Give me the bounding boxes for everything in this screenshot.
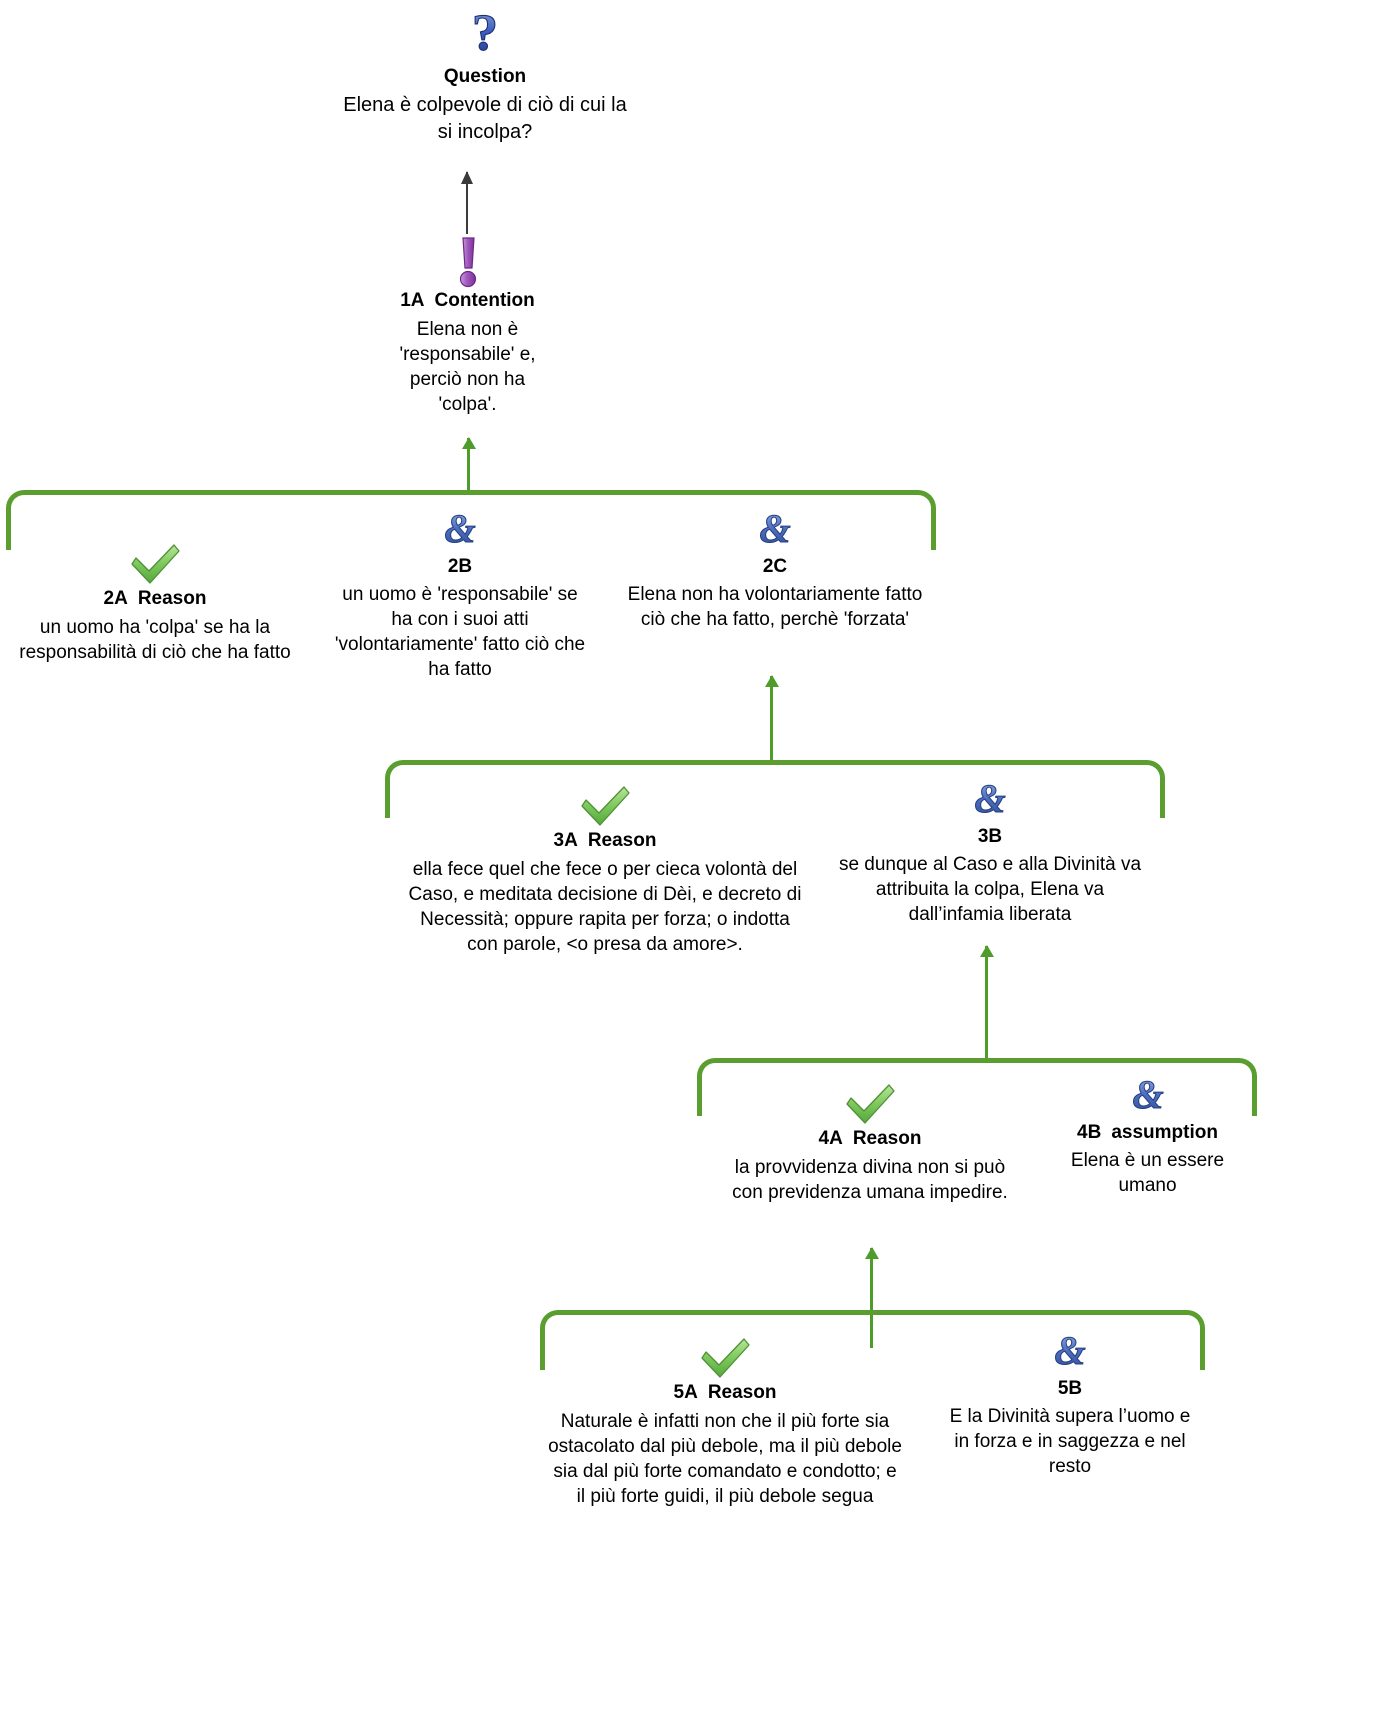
node-1A-type: Contention [434, 290, 535, 311]
node-3A-id: 3A [553, 830, 578, 851]
node-5B-copremise[interactable]: & 5B E la Divinità supera l’uomo e in fo… [940, 1328, 1200, 1479]
arrow-level4-to-3B [980, 945, 994, 1061]
node-4A-title: 4A Reason [700, 1128, 1040, 1150]
node-3B-text: se dunque al Caso e alla Divinità va att… [838, 854, 1142, 925]
node-question[interactable]: ? Question Elena è colpevole di ciò di c… [340, 8, 630, 146]
ampersand-icon: & [830, 776, 1150, 822]
bracket-level2 [6, 490, 936, 550]
node-2A-title: 2A Reason [10, 588, 300, 610]
node-5A-id: 5A [673, 1382, 698, 1403]
question-title: Question [443, 66, 527, 87]
svg-text:&: & [974, 776, 1005, 821]
green-check-icon [545, 1334, 905, 1380]
arrow-level5-to-4A [865, 1247, 879, 1348]
node-4A-reason[interactable]: 4A Reason la provvidenza divina non si pu… [700, 1080, 1040, 1205]
node-5B-text: E la Divinità supera l’uomo e in forza e… [949, 1406, 1191, 1477]
node-2C-id: 2C [762, 556, 788, 577]
node-1A-text: Elena non è 'responsabile' e, perciò non… [399, 319, 536, 415]
svg-text:?: ? [472, 8, 498, 62]
node-4B-id: 4B [1077, 1122, 1102, 1143]
node-3A-title: 3A Reason [390, 830, 820, 852]
bracket-level4 [697, 1058, 1257, 1116]
node-1A-id: 1A [400, 290, 425, 311]
ampersand-icon: & [1045, 1072, 1250, 1118]
node-4B-type: assumption [1111, 1122, 1218, 1143]
node-2B-id: 2B [447, 556, 473, 577]
green-check-icon [700, 1080, 1040, 1126]
node-5A-text: Naturale è infatti non che il più forte … [548, 1411, 902, 1507]
node-2A-type: Reason [137, 588, 207, 609]
node-2C-title: 2C [620, 556, 930, 578]
node-3A-reason[interactable]: 3A Reason ella fece quel che fece o per c… [390, 782, 820, 957]
node-2C-copremise[interactable]: & 2C Elena non ha volontariamente fatto … [620, 506, 930, 632]
svg-text:&: & [759, 506, 790, 551]
svg-text:&: & [1054, 1328, 1085, 1373]
node-4B-text: Elena è un essere umano [1070, 1150, 1225, 1196]
node-2C-text: Elena non ha volontariamente fatto ciò c… [627, 584, 923, 630]
exclamation-mark-icon [355, 236, 580, 288]
node-4B-assumption[interactable]: & 4B assumption Elena è un essere umano [1045, 1072, 1250, 1198]
node-3B-title: 3B [830, 826, 1150, 848]
bracket-level5 [540, 1310, 1205, 1370]
node-4A-text: la provvidenza divina non si può con pre… [732, 1157, 1008, 1203]
ampersand-icon: & [940, 1328, 1200, 1374]
node-3A-type: Reason [587, 830, 657, 851]
node-4B-title: 4B assumption [1045, 1122, 1250, 1144]
node-3A-text: ella fece quel che fece o per cieca volo… [408, 859, 802, 955]
node-5A-reason[interactable]: 5A Reason Naturale è infatti non che il p… [545, 1334, 905, 1509]
node-4A-id: 4A [818, 1128, 843, 1149]
node-4A-type: Reason [852, 1128, 922, 1149]
ampersand-icon: & [620, 506, 930, 552]
ampersand-icon: & [325, 506, 595, 552]
node-3B-id: 3B [977, 826, 1003, 847]
node-3B-copremise[interactable]: & 3B se dunque al Caso e alla Divinità v… [830, 776, 1150, 927]
bracket-level3 [385, 760, 1165, 818]
node-2B-text: un uomo è 'responsabile' se ha con i suo… [334, 584, 586, 680]
node-5A-title: 5A Reason [545, 1382, 905, 1404]
node-2A-reason[interactable]: 2A Reason un uomo ha 'colpa' se ha la res… [10, 540, 300, 665]
svg-text:&: & [1132, 1072, 1163, 1117]
arrow-1A-to-question [461, 171, 473, 234]
node-1A-contention[interactable]: 1A Contention Elena non è 'responsabile' … [355, 236, 580, 417]
arrow-level3-to-2C [765, 675, 779, 762]
node-5B-title: 5B [940, 1378, 1200, 1400]
node-2A-text: un uomo ha 'colpa' se ha la responsabili… [19, 617, 291, 663]
node-2A-id: 2A [103, 588, 128, 609]
question-mark-icon: ? [340, 8, 630, 64]
arrow-level2-to-1A [462, 437, 476, 494]
green-check-icon [10, 540, 300, 586]
question-text: Elena è colpevole di ciò di cui la si in… [343, 94, 627, 143]
green-check-icon [390, 782, 820, 828]
node-2B-copremise[interactable]: & 2B un uomo è 'responsabile' se ha con … [325, 506, 595, 682]
node-5B-id: 5B [1057, 1378, 1083, 1399]
svg-text:&: & [444, 506, 475, 551]
node-2B-title: 2B [325, 556, 595, 578]
node-5A-type: Reason [707, 1382, 777, 1403]
node-1A-title: 1A Contention [355, 290, 580, 312]
